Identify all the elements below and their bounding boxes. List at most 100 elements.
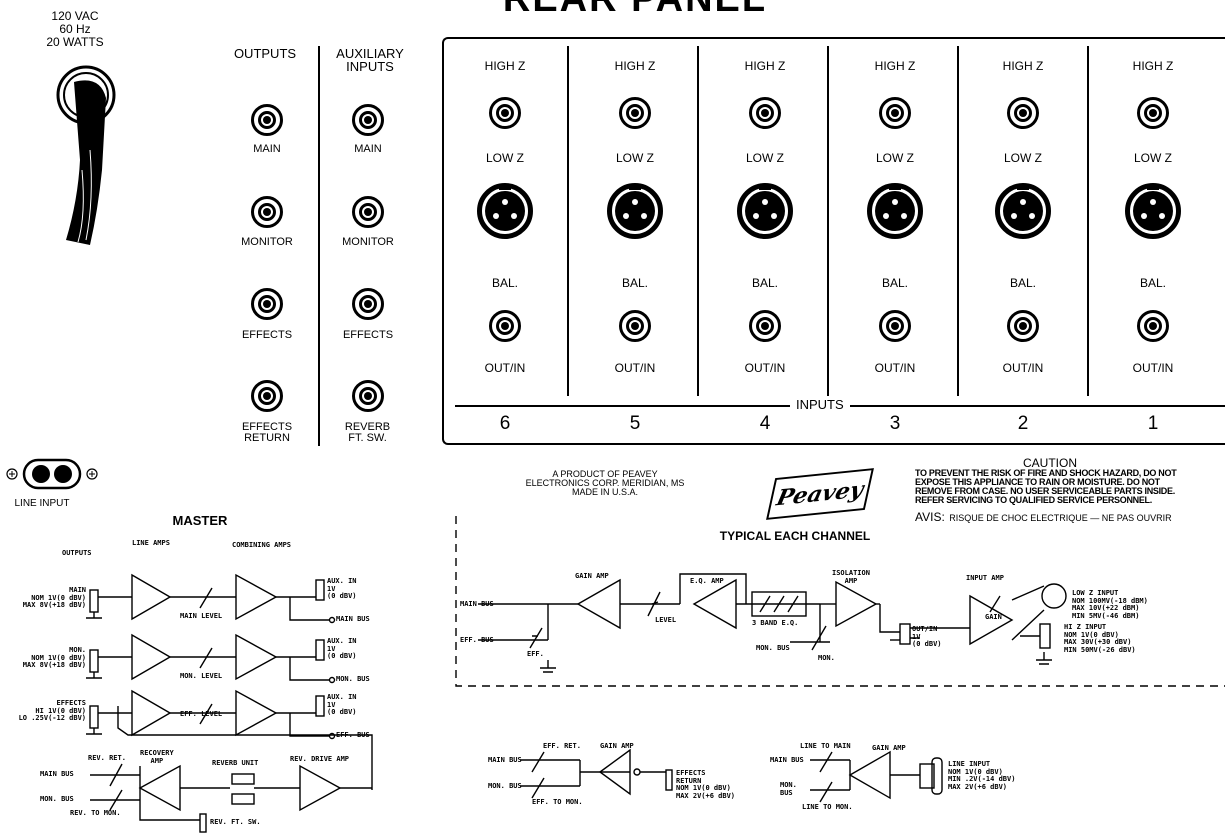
output-effects-return-label: EFFECTS RETURN xyxy=(241,421,293,444)
line-mon-bus-label: MON. BUS xyxy=(780,781,797,797)
product-line: A PRODUCT OF PEAVEY xyxy=(552,469,658,479)
ch3-out-in-label: OUT/IN xyxy=(874,361,916,375)
ch2-high-z-jack[interactable] xyxy=(1007,97,1039,129)
spec-line: (0 dBV) xyxy=(912,640,942,648)
line-to-mon-label: LINE TO MON. xyxy=(802,803,853,811)
caution-line: EXPOSE THIS APPLIANCE TO RAIN OR MOISTUR… xyxy=(915,477,1160,487)
outputs-header: OUTPUTS xyxy=(233,46,297,61)
ch6-out-in-jack[interactable] xyxy=(489,310,521,342)
ch6-high-z-jack[interactable] xyxy=(489,97,521,129)
eff-main-bus-label: MAIN BUS xyxy=(488,756,522,764)
aux-main-label: MAIN xyxy=(354,143,382,155)
output-effects-jack[interactable] xyxy=(251,288,283,320)
ch4-high-z-jack[interactable] xyxy=(749,97,781,129)
ch1-high-z-label: HIGH Z xyxy=(1132,59,1174,73)
ch2-out-in-jack[interactable] xyxy=(1007,310,1039,342)
ch3-xlr-jack[interactable] xyxy=(867,183,923,239)
ch4-low-z-label: LOW Z xyxy=(746,151,784,165)
ch3-high-z-jack[interactable] xyxy=(879,97,911,129)
aux-inputs-header: AUXILIARY INPUTS xyxy=(336,46,404,74)
ch5-bal-label: BAL. xyxy=(621,276,648,290)
eff-return-spec: EFFECTS RETURN NOM 1V(0 dBV) MAX 2V(+6 d… xyxy=(676,769,735,800)
ch4-bal-label: BAL. xyxy=(751,276,778,290)
mon-level-label: MON. LEVEL xyxy=(180,672,223,680)
channel-divider xyxy=(567,46,569,396)
ch-3band-eq-label: 3 BAND E.Q. xyxy=(752,619,799,627)
spec-line: ISOLATION xyxy=(832,569,870,577)
spec-line: MAX 30V(+30 dBV) xyxy=(1064,638,1132,646)
ch4-xlr-jack[interactable] xyxy=(737,183,793,239)
aux-main-jack[interactable] xyxy=(352,104,384,136)
spec-line: (0 dBV) xyxy=(327,708,357,716)
power-voltage: 120 VAC xyxy=(51,9,99,23)
ch1-out-in-jack[interactable] xyxy=(1137,310,1169,342)
output-monitor-jack[interactable] xyxy=(251,196,283,228)
ch-mon-bus-label: MON. BUS xyxy=(756,644,790,652)
caution-title: CAUTION xyxy=(1023,456,1077,470)
eff-bus-label: EFF. BUS xyxy=(336,731,370,739)
ch1-high-z-jack[interactable] xyxy=(1137,97,1169,129)
ch6-high-z-label: HIGH Z xyxy=(484,59,526,73)
ch-main-bus-label: MAIN BUS xyxy=(460,600,494,608)
spec-line: NOM 1V(0 dBV) xyxy=(676,784,731,792)
master-title: MASTER xyxy=(172,513,228,528)
spec-line: BUS xyxy=(780,788,793,797)
spec-line: AUX. IN xyxy=(327,637,357,645)
spec-line: (0 dBV) xyxy=(327,652,357,660)
ch6-out-in-label: OUT/IN xyxy=(484,361,526,375)
spec-line: NOM 100MV(-18 dBM) xyxy=(1072,596,1148,605)
spec-line: MIN 50MV(-26 dBV) xyxy=(1064,645,1136,654)
rev-drive-amp-label: REV. DRIVE AMP xyxy=(290,755,350,763)
spec-line: AUX. IN xyxy=(327,577,357,585)
ch6-bal-label: BAL. xyxy=(491,276,518,290)
ch5-high-z-jack[interactable] xyxy=(619,97,651,129)
output-effects-return-jack[interactable] xyxy=(251,380,283,412)
ch3-number: 3 xyxy=(889,413,901,434)
ch5-xlr-jack[interactable] xyxy=(607,183,663,239)
ch1-number: 1 xyxy=(1147,413,1159,434)
ch-gain-label: GAIN xyxy=(985,613,1002,621)
ch-level-label: LEVEL xyxy=(655,616,677,624)
spec-line: MAX 8V(+18 dBV) xyxy=(22,601,86,609)
ch2-bal-label: BAL. xyxy=(1009,276,1036,290)
ch5-out-in-jack[interactable] xyxy=(619,310,651,342)
master-eff-out-spec: EFFECTS HI 1V(0 dBV) LO .25V(-12 dBV) xyxy=(4,699,86,723)
aux-reverb-ft-sw-jack[interactable] xyxy=(352,380,384,412)
typical-channel-title: TYPICAL EACH CHANNEL xyxy=(719,529,871,543)
mon-bus-label: MON. BUS xyxy=(336,675,370,683)
ch-low-z-spec: LOW Z INPUT NOM 100MV(-18 dBM) MAX 10V(+… xyxy=(1072,589,1148,620)
ch-gain-amp-label: GAIN AMP xyxy=(575,572,609,580)
line-input-spec: LINE INPUT NOM 1V(0 dBV) MIN .2V(-14 dBV… xyxy=(948,760,1015,791)
ch1-xlr-jack[interactable] xyxy=(1125,183,1181,239)
inputs-label: INPUTS xyxy=(790,397,850,412)
aux-monitor-jack[interactable] xyxy=(352,196,384,228)
output-main-jack[interactable] xyxy=(251,104,283,136)
aux-effects-jack[interactable] xyxy=(352,288,384,320)
aux-reverb-ft-sw-label: REVERB FT. SW. xyxy=(344,421,391,444)
spec-line: 1V xyxy=(327,584,336,593)
ch4-number: 4 xyxy=(759,413,771,434)
line-input-jack-icon[interactable] xyxy=(0,454,110,494)
master-outputs-label: OUTPUTS xyxy=(62,549,92,557)
ch3-out-in-jack[interactable] xyxy=(879,310,911,342)
output-effects-label: EFFECTS xyxy=(241,329,293,341)
ch5-number: 5 xyxy=(629,413,641,434)
product-line: ELECTRONICS CORP. MERIDIAN, MS xyxy=(525,478,685,488)
ch2-high-z-label: HIGH Z xyxy=(1002,59,1044,73)
spec-line: NOM 1V(0 dBV) xyxy=(31,593,86,602)
spec-line: NOM 1V(0 dBV) xyxy=(31,653,86,662)
ch-out-in-spec: OUT/IN 1V (0 dBV) xyxy=(912,625,942,649)
ch2-xlr-jack[interactable] xyxy=(995,183,1051,239)
ch4-out-in-jack[interactable] xyxy=(749,310,781,342)
page-title: REAR PANEL xyxy=(470,0,800,21)
aux-monitor-label: MONITOR xyxy=(342,236,394,248)
ch5-low-z-label: LOW Z xyxy=(616,151,654,165)
master-combining-amps-label: COMBINING AMPS xyxy=(232,541,292,549)
channel-panel xyxy=(442,37,1225,445)
spec-line: RECOVERY xyxy=(140,749,174,757)
product-info: A PRODUCT OF PEAVEY ELECTRONICS CORP. ME… xyxy=(500,470,710,497)
ch3-low-z-label: LOW Z xyxy=(876,151,914,165)
ch6-xlr-jack[interactable] xyxy=(477,183,533,239)
master-main-out-spec: MAIN NOM 1V(0 dBV) MAX 8V(+18 dBV) xyxy=(10,586,86,610)
rev-to-mon-label: REV. TO MON. xyxy=(70,809,121,817)
